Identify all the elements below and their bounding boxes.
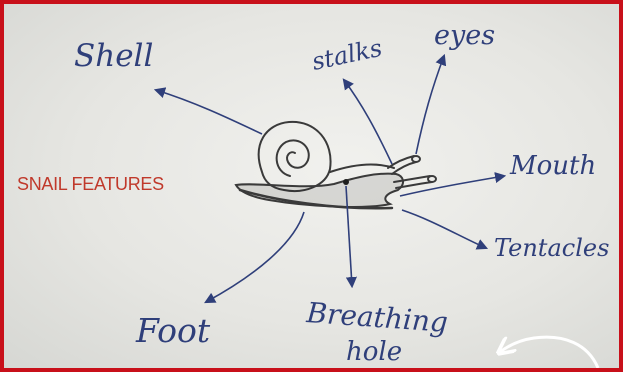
label-eyes: eyes <box>434 20 495 51</box>
label-breathing-hole-line1: Breathing <box>305 296 449 339</box>
label-stalks: stalks <box>309 34 384 76</box>
label-tentacles: Tentacles <box>494 234 609 262</box>
label-mouth: Mouth <box>509 151 596 181</box>
label-foot: Foot <box>135 311 211 350</box>
snail-diagram: Shell stalks eyes Mouth Tentacles Breath… <box>4 4 619 368</box>
label-shell: Shell <box>74 38 153 74</box>
arrow-stalks <box>344 80 392 164</box>
snail-foot <box>236 174 403 207</box>
label-arrows <box>156 56 504 302</box>
label-breathing-hole-line2: hole <box>346 337 402 367</box>
arrow-eyes <box>416 56 444 154</box>
snail-shell-spiral <box>277 140 309 176</box>
snail-shell-outline <box>259 122 331 191</box>
curved-arrow-icon <box>500 337 598 368</box>
arrow-tentacles <box>402 210 486 248</box>
arrow-shell <box>156 90 262 134</box>
whiteboard: SNAIL FEATURES <box>4 4 619 368</box>
arrow-foot <box>206 212 304 302</box>
